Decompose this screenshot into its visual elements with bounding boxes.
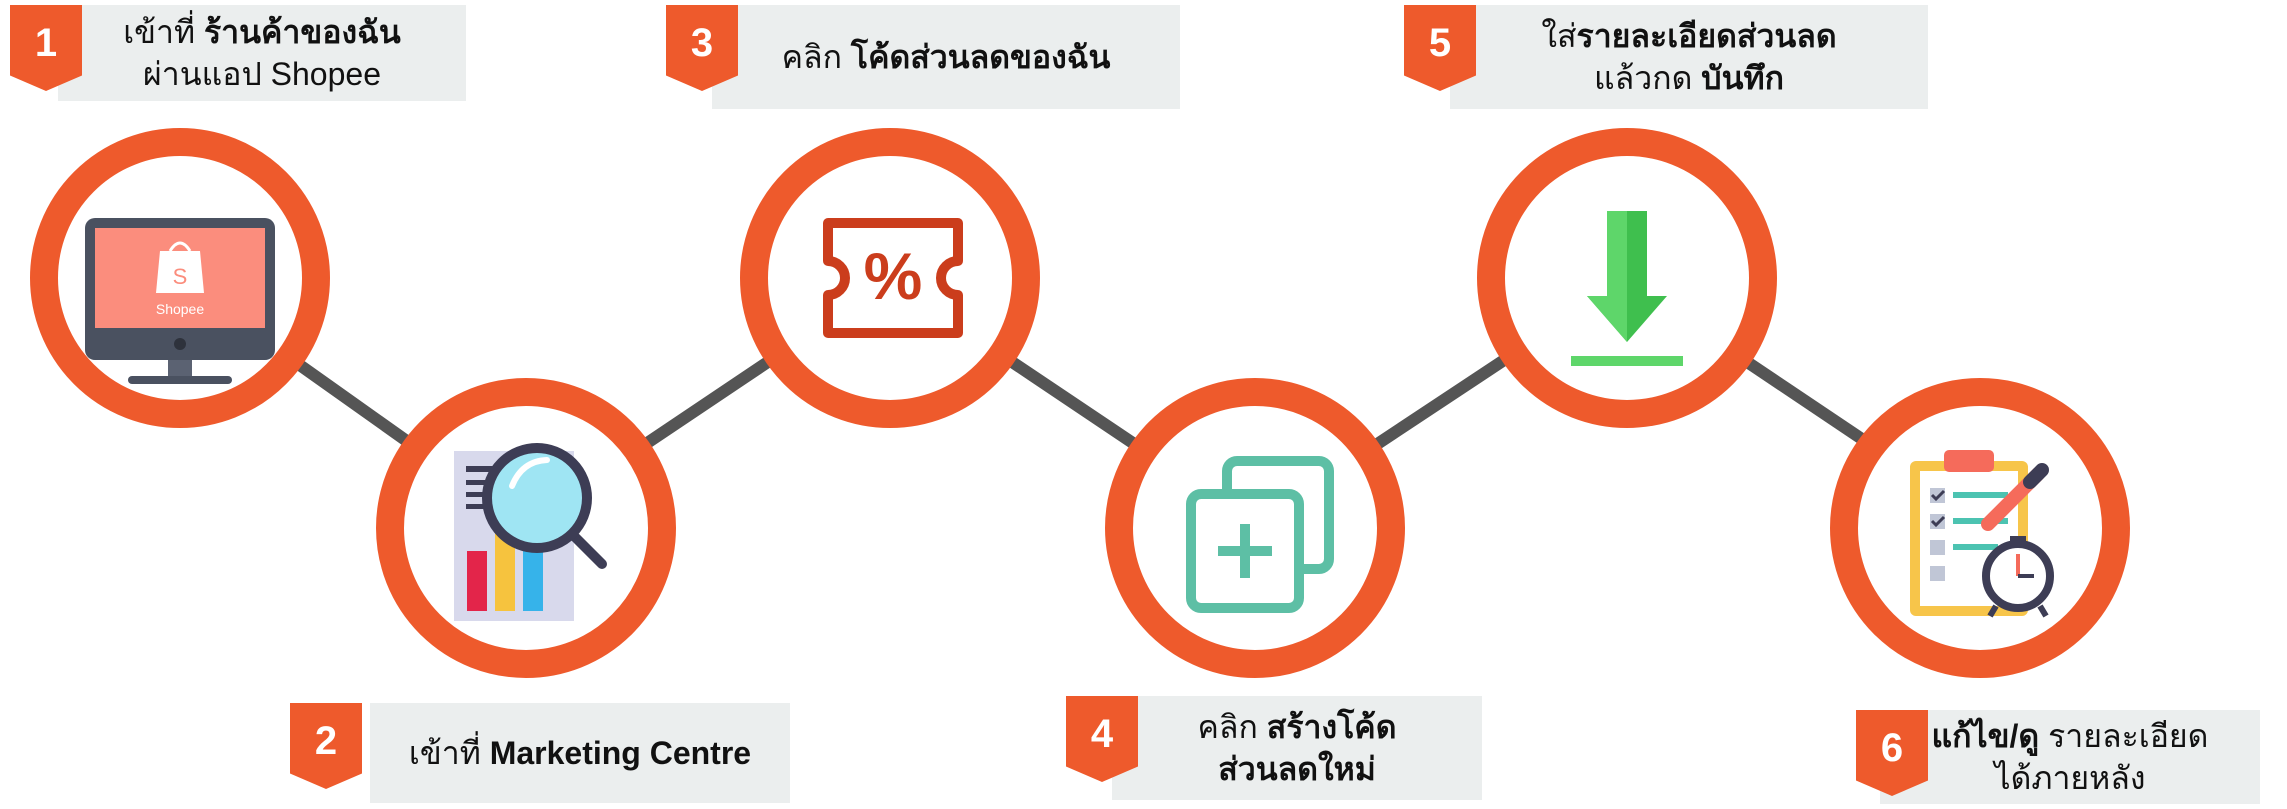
step-2-bold: Marketing Centre: [489, 735, 752, 771]
step-6-line-1: แก้ไข/ดู รายละเอียด: [1932, 715, 2209, 757]
step-4-badge: 4: [1066, 696, 1138, 782]
step-3-line-1: คลิก โค้ดส่วนลดของฉัน: [782, 36, 1111, 78]
shopee-monitor-icon: S Shopee: [85, 218, 275, 384]
step-3-bold: โค้ดส่วนลดของฉัน: [850, 39, 1111, 75]
step-1-bold: ร้านค้าของฉัน: [203, 14, 401, 50]
step-1-badge: 1: [10, 5, 82, 91]
shopee-logo-text: Shopee: [156, 301, 204, 317]
step-6-label: แก้ไข/ดู รายละเอียด ได้ภายหลัง: [1880, 710, 2260, 804]
step-3-number: 3: [690, 21, 714, 65]
step-5-badge: 5: [1404, 5, 1476, 91]
checklist-clock-icon: [1910, 450, 2054, 618]
discount-ticket-icon: %: [823, 218, 963, 338]
step-4-number: 4: [1090, 712, 1114, 756]
step-6-circle: [1830, 378, 2130, 678]
step-3-label: คลิก โค้ดส่วนลดของฉัน: [712, 5, 1180, 109]
step-4-line-1: คลิก สร้างโค้ด: [1198, 706, 1397, 748]
step-6-suffix: รายละเอียด: [2039, 718, 2209, 754]
step-5-prefix: ใส่: [1541, 18, 1577, 54]
step-5-bold: รายละเอียดส่วนลด: [1576, 18, 1837, 54]
step-4-circle: [1105, 378, 1405, 678]
step-2-label: เข้าที่ Marketing Centre: [370, 703, 790, 803]
step-1-label: เข้าที่ ร้านค้าของฉัน ผ่านแอป Shopee: [58, 5, 466, 101]
step-4-line-2: ส่วนลดใหม่: [1218, 748, 1376, 790]
step-4-label: คลิก สร้างโค้ด ส่วนลดใหม่: [1112, 696, 1482, 800]
step-2-line-1: เข้าที่ Marketing Centre: [409, 732, 751, 774]
report-magnifier-icon: [454, 443, 607, 621]
step-2-prefix: เข้าที่: [408, 735, 490, 771]
add-copy-icon: [1186, 456, 1334, 613]
step-5-line-2: แล้วกด บันทึก: [1594, 57, 1784, 99]
step-4-bold: สร้างโค้ด: [1266, 709, 1397, 745]
step-1-line-1: เข้าที่ ร้านค้าของฉัน: [123, 11, 401, 53]
step-5-label: ใส่รายละเอียดส่วนลด แล้วกด บันทึก: [1450, 5, 1928, 109]
step-5-circle: [1477, 128, 1777, 428]
step-6-line-2: ได้ภายหลัง: [1994, 757, 2145, 799]
step-1-prefix: เข้าที่: [123, 14, 204, 50]
step-2-number: 2: [314, 719, 338, 763]
step-3-badge: 3: [666, 5, 738, 91]
step-2-circle: [376, 378, 676, 678]
step-4-line2-bold: ส่วนลดใหม่: [1218, 751, 1376, 787]
step-6-line2-text: ได้ภายหลัง: [1994, 760, 2146, 796]
step-5-line2-bold: บันทึก: [1701, 60, 1784, 96]
step-1-circle: S Shopee: [30, 128, 330, 428]
step-6-number: 6: [1880, 726, 1904, 770]
step-1-number: 1: [34, 21, 58, 65]
step-4-prefix: คลิก: [1197, 709, 1267, 745]
step-5-number: 5: [1428, 21, 1452, 65]
step-6-badge: 6: [1856, 710, 1928, 796]
step-6-bold: แก้ไข/ดู: [1931, 718, 2040, 754]
step-3-circle: %: [740, 128, 1040, 428]
step-5-line2-prefix: แล้วกด: [1594, 60, 1702, 96]
step-1-line2-text: ผ่านแอป Shopee: [143, 56, 381, 92]
step-5-line-1: ใส่รายละเอียดส่วนลด: [1541, 15, 1836, 57]
step-1-line-2: ผ่านแอป Shopee: [143, 53, 381, 95]
download-arrow-icon: [1571, 211, 1683, 366]
percent-sign: %: [864, 239, 923, 313]
svg-text:S: S: [173, 264, 188, 289]
step-2-badge: 2: [290, 703, 362, 789]
step-3-prefix: คลิก: [781, 39, 851, 75]
